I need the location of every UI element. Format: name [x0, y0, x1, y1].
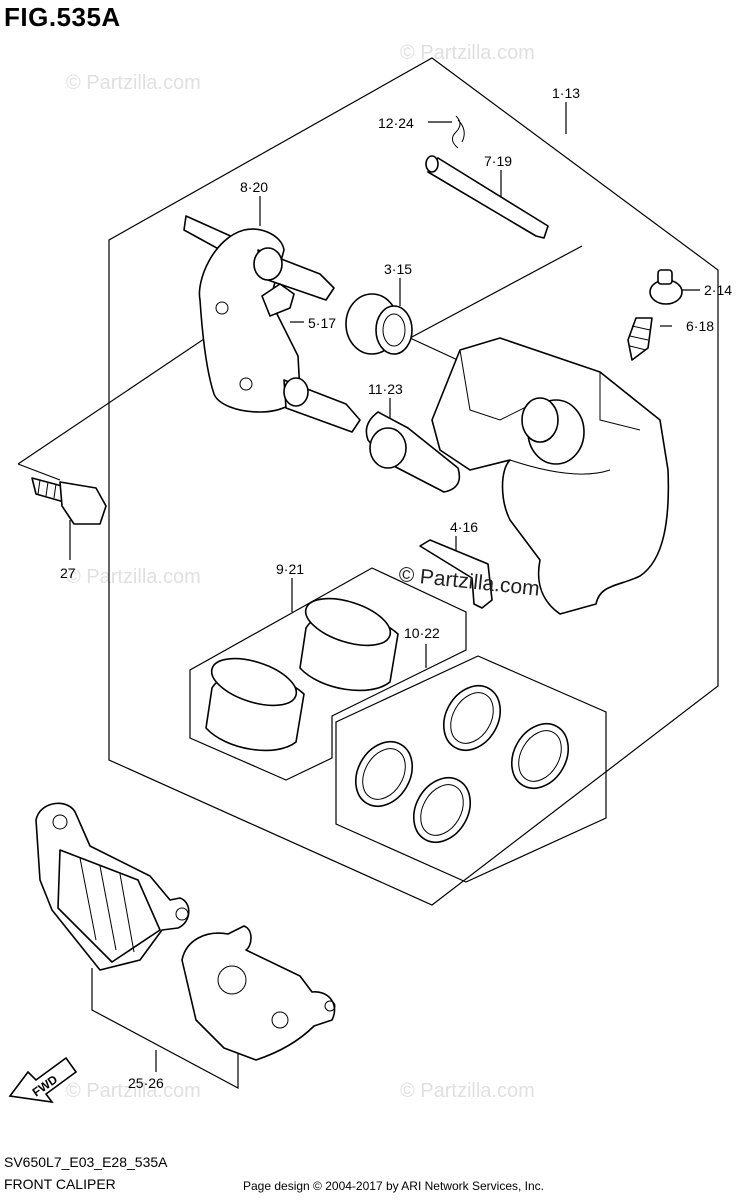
- bleeder-valve-part: [627, 317, 653, 361]
- watermark: © Partzilla.com: [66, 566, 201, 588]
- callout-1-13: 1·13: [552, 85, 580, 101]
- brake-pad-part: [35, 802, 336, 1061]
- seal-box-outline: [335, 655, 607, 883]
- boot-small-part: [365, 411, 461, 493]
- footer-copyright: Page design © 2004-2017 by ARI Network S…: [243, 1179, 545, 1193]
- callout-5-17: 5·17: [308, 315, 336, 331]
- fig-title: FIG.535A: [4, 2, 121, 32]
- callout-2-14: 2·14: [704, 282, 732, 298]
- callout-25-26: 25·26: [128, 1075, 164, 1091]
- callout-4-16: 4·16: [450, 519, 478, 535]
- callout-10-22: 10·22: [404, 625, 440, 641]
- spring-clip-part: [261, 283, 295, 317]
- watermark: © Partzilla.com: [66, 1080, 201, 1102]
- piston-part: [205, 597, 399, 752]
- watermark: © Partzilla.com: [66, 72, 201, 94]
- callout-12-24: 12·24: [378, 115, 414, 131]
- fwd-arrow-icon: FWD: [8, 1056, 78, 1104]
- shim-part: [419, 539, 493, 609]
- bleeder-cap-part: [649, 269, 683, 305]
- piston-seal-part: [354, 685, 570, 843]
- mounting-bolt-part: [31, 477, 107, 525]
- assembly-outline: [108, 57, 719, 906]
- pad-pin-part: [425, 155, 549, 239]
- callout-27: 27: [60, 565, 76, 581]
- watermark: © Partzilla.com: [400, 42, 535, 64]
- clip-part: [452, 115, 465, 149]
- piston-box-outline: [189, 567, 467, 781]
- callout-6-18: 6·18: [686, 318, 714, 334]
- model-code: SV650L7_E03_E28_535A: [4, 1154, 168, 1170]
- callout-3-15: 3·15: [384, 261, 412, 277]
- pad-outline: [91, 968, 239, 1090]
- boot-part: [345, 293, 413, 355]
- bracket-part: [183, 215, 361, 433]
- section-title: FRONT CALIPER: [4, 1176, 116, 1192]
- callout-8-20: 8·20: [240, 179, 268, 195]
- callout-7-19: 7·19: [484, 153, 512, 169]
- caliper-body-part: [431, 337, 670, 615]
- callout-9-21: 9·21: [276, 561, 304, 577]
- callout-11-23: 11·23: [368, 381, 403, 397]
- watermark: © Partzilla.com: [400, 1080, 535, 1102]
